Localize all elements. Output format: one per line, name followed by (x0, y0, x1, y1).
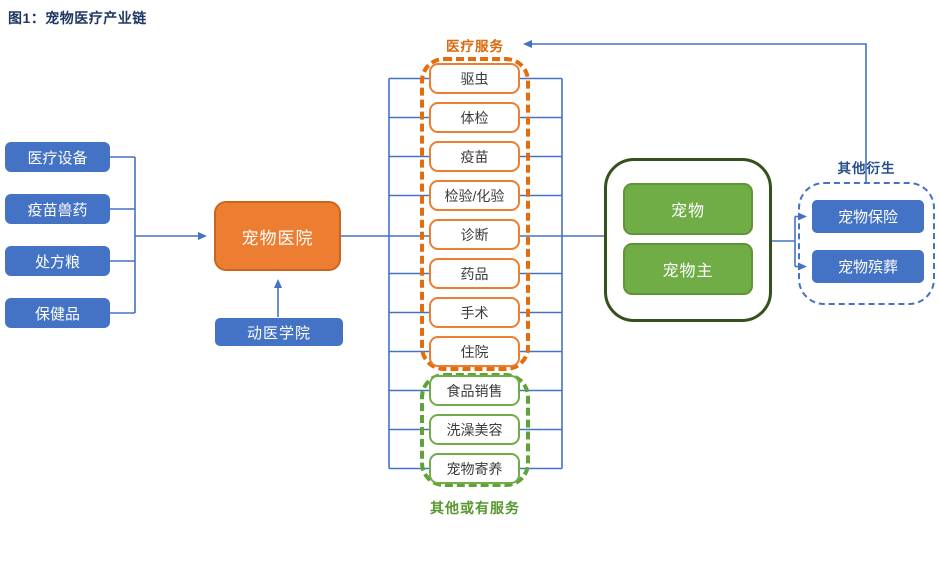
medical-service-box: 疫苗 (429, 141, 520, 172)
medical-service-box: 诊断 (429, 219, 520, 250)
medical-services-label: 医疗服务 (446, 39, 504, 54)
medical-service-box: 体检 (429, 102, 520, 133)
supplier-stub-lines (110, 156, 135, 314)
left-service-stubs (389, 77, 429, 470)
hospital-box: 宠物医院 (214, 201, 341, 271)
derivative-box: 宠物殡葬 (812, 250, 924, 283)
pet-owner-group: 宠物宠物主 (623, 183, 753, 295)
other-services-group: 食品销售洗澡美容宠物寄养 (429, 375, 520, 484)
derivatives-feedback-arrow (523, 40, 867, 182)
supplier-box: 处方粮 (5, 246, 110, 276)
derivatives-dashed-container (798, 182, 935, 305)
supplier-box: 医疗设备 (5, 142, 110, 172)
supplier-box: 疫苗兽药 (5, 194, 110, 224)
other-service-box: 宠物寄养 (429, 453, 520, 484)
medical-service-box: 住院 (429, 336, 520, 367)
medical-service-box: 药品 (429, 258, 520, 289)
supplier-box: 保健品 (5, 298, 110, 328)
other-service-box: 洗澡美容 (429, 414, 520, 445)
derivatives-group: 宠物保险宠物殡葬 (812, 200, 924, 283)
other-services-label: 其他或有服务 (430, 500, 520, 516)
customer-box: 宠物主 (623, 243, 753, 295)
medical-service-box: 驱虫 (429, 63, 520, 94)
medical-services-dashed-container (420, 57, 530, 371)
supplier-group: 医疗设备疫苗兽药处方粮保健品 (5, 142, 110, 328)
right-service-stubs (520, 77, 562, 470)
customer-box: 宠物 (623, 183, 753, 235)
other-service-box: 食品销售 (429, 375, 520, 406)
medical-service-box: 手术 (429, 297, 520, 328)
derivatives-label: 其他衍生 (837, 161, 896, 176)
medical-service-box: 检验/化验 (429, 180, 520, 211)
medical-services-group: 驱虫体检疫苗检验/化验诊断药品手术住院 (429, 63, 520, 367)
college-box: 动医学院 (215, 318, 343, 346)
derivative-box: 宠物保险 (812, 200, 924, 233)
figure-title: 图1：宠物医疗产业链 (8, 10, 147, 26)
